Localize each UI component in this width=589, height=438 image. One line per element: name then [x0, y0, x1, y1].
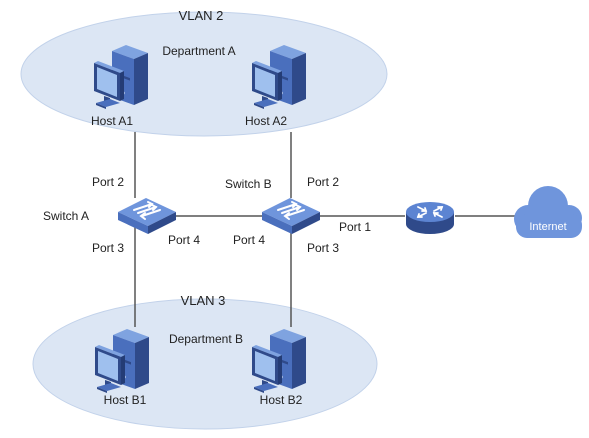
- switch-icon: [117, 197, 177, 235]
- switch-a[interactable]: Switch A Port 2 Port 3 Port 4: [43, 175, 200, 255]
- switch-a-port3-label: Port 3: [92, 241, 124, 255]
- switch-b-port2-label: Port 2: [307, 175, 339, 189]
- vlan3-zone: [32, 298, 378, 430]
- router-arrows-icon: [416, 206, 444, 218]
- router-top: [406, 202, 454, 222]
- switch-b-port4-label: Port 4: [233, 233, 265, 247]
- switch-b-port3-label: Port 3: [307, 241, 339, 255]
- switch-b[interactable]: Switch B Port 2 Port 1 Port 3 Port 4: [225, 175, 371, 255]
- switch-icon: [261, 197, 321, 235]
- router[interactable]: [406, 202, 454, 234]
- host-b1[interactable]: Host B1: [95, 329, 149, 407]
- host-a2-label: Host A2: [245, 114, 287, 128]
- host-a1[interactable]: Host A1: [91, 45, 148, 128]
- internet-label: Internet: [529, 221, 566, 233]
- department-b-label: Department B: [169, 332, 243, 346]
- vlan2-zone: [20, 11, 388, 137]
- host-a1-label: Host A1: [91, 114, 133, 128]
- department-a-label: Department A: [162, 44, 235, 58]
- vlan2-label: VLAN 2: [179, 8, 224, 23]
- switch-b-label: Switch B: [225, 177, 272, 191]
- host-b2[interactable]: Host B2: [252, 329, 306, 407]
- links: [134, 132, 520, 327]
- switch-a-label: Switch A: [43, 209, 89, 223]
- internet-cloud[interactable]: Internet: [514, 186, 582, 238]
- host-b1-label: Host B1: [104, 393, 147, 407]
- switch-a-port4-label: Port 4: [168, 233, 200, 247]
- host-a2[interactable]: Host A2: [245, 45, 306, 128]
- cloud-icon: [514, 186, 582, 238]
- switch-a-port2-label: Port 2: [92, 175, 124, 189]
- host-b2-label: Host B2: [260, 393, 303, 407]
- switch-b-port1-label: Port 1: [339, 220, 371, 234]
- vlan3-label: VLAN 3: [181, 293, 226, 308]
